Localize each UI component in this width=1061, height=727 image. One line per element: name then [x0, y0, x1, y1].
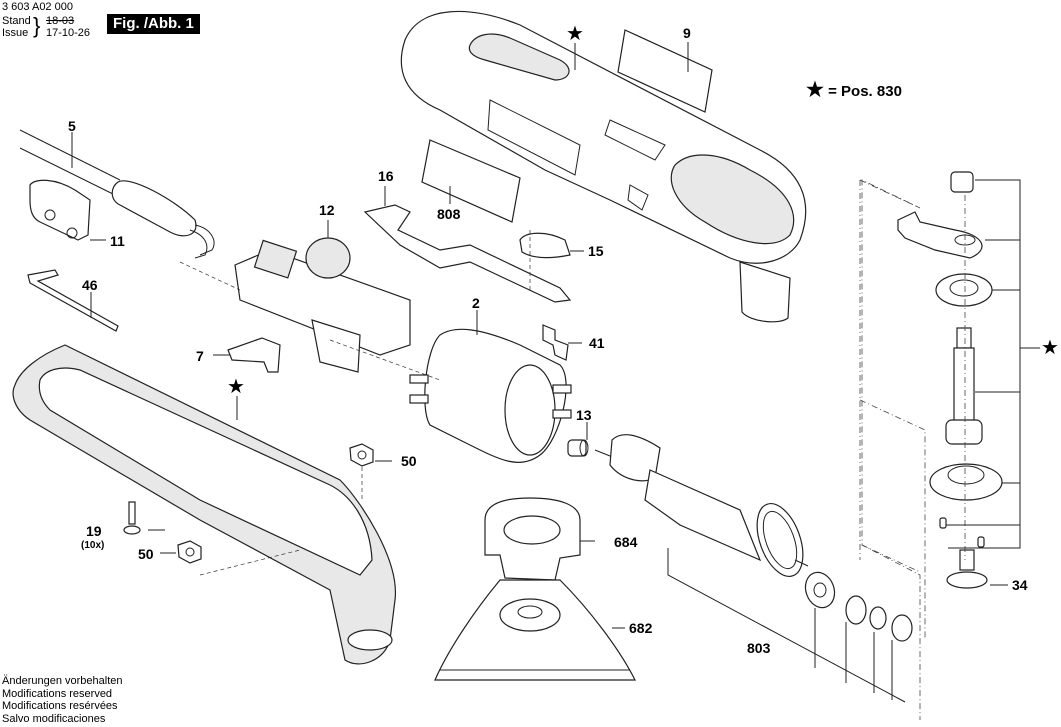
brace-icon: }	[33, 13, 41, 38]
part-label-41: 41	[589, 335, 605, 351]
needle-bearing-13	[567, 439, 589, 457]
lock-nut	[891, 614, 913, 642]
hex-nut-lower	[177, 540, 202, 564]
upper-housing-shell	[400, 10, 807, 323]
lower-housing-shell	[12, 344, 396, 665]
figure-badge: Fig. /Abb. 1	[107, 14, 200, 34]
ball-bearing	[804, 571, 836, 609]
hex-nut-upper	[349, 443, 374, 467]
part-label-15: 15	[588, 243, 604, 259]
star-icon-lower-housing: ★	[227, 376, 245, 398]
clamping-ring	[484, 497, 581, 581]
star-icon-gear-group: ★	[1041, 337, 1059, 359]
star-icon: ★	[806, 79, 824, 101]
part-label-5: 5	[68, 118, 76, 134]
part-label-11: 11	[110, 233, 125, 249]
part-label-50-upper: 50	[401, 453, 417, 469]
document-number: 3 603 A02 000	[2, 1, 73, 13]
part-label-16: 16	[378, 168, 394, 184]
part-label-12: 12	[319, 202, 335, 218]
part-label-7: 7	[196, 348, 204, 364]
part-label-19: 19	[86, 523, 102, 539]
footer-line-fr: Modifications resérvées	[2, 700, 118, 712]
part-label-803: 803	[747, 640, 771, 656]
bearing-ring	[845, 595, 867, 625]
footer-notes: Änderungen vorbehalten Modifications res…	[2, 675, 122, 725]
rating-plate-9	[617, 29, 713, 113]
contact-clip	[542, 324, 569, 361]
part-label-808: 808	[437, 206, 461, 222]
label-808	[421, 139, 521, 223]
cord-clamp	[29, 179, 91, 241]
armature	[594, 434, 809, 577]
part-label-684: 684	[614, 534, 638, 550]
stand-label: Stand	[2, 15, 31, 27]
screw	[123, 501, 141, 535]
part-label-9: 9	[683, 25, 691, 41]
part-label-19-quantity: (10x)	[81, 540, 105, 551]
issue-value: 17-10-26	[46, 27, 91, 39]
footer-line-es: Salvo modificaciones	[2, 712, 106, 725]
footer-line-de: Änderungen vorbehalten	[2, 675, 123, 687]
sanding-plate	[434, 579, 636, 681]
part-label-2: 2	[472, 295, 480, 311]
slide-switch-rod	[363, 204, 572, 303]
field-coil	[409, 328, 572, 464]
stand-value: 18-03	[46, 15, 75, 27]
footer-line-en: Modifications reserved	[2, 687, 113, 700]
part-label-50-lower: 50	[138, 546, 154, 562]
cable-holder	[227, 337, 281, 373]
star-legend: ★ = Pos. 830	[806, 80, 902, 100]
switch-button	[519, 232, 571, 259]
hex-key	[27, 269, 119, 332]
part-label-46: 46	[82, 277, 98, 293]
part-label-34: 34	[1012, 577, 1028, 593]
part-label-13: 13	[576, 407, 592, 423]
power-cord	[19, 129, 215, 259]
star-icon-upper-housing: ★	[566, 23, 584, 45]
star-legend-text: = Pos. 830	[828, 83, 902, 100]
part-label-682: 682	[629, 620, 653, 636]
washer	[869, 606, 887, 630]
switch-assembly	[234, 237, 411, 373]
issue-label: Issue	[2, 27, 29, 39]
output-shaft-assembly	[897, 171, 1003, 589]
